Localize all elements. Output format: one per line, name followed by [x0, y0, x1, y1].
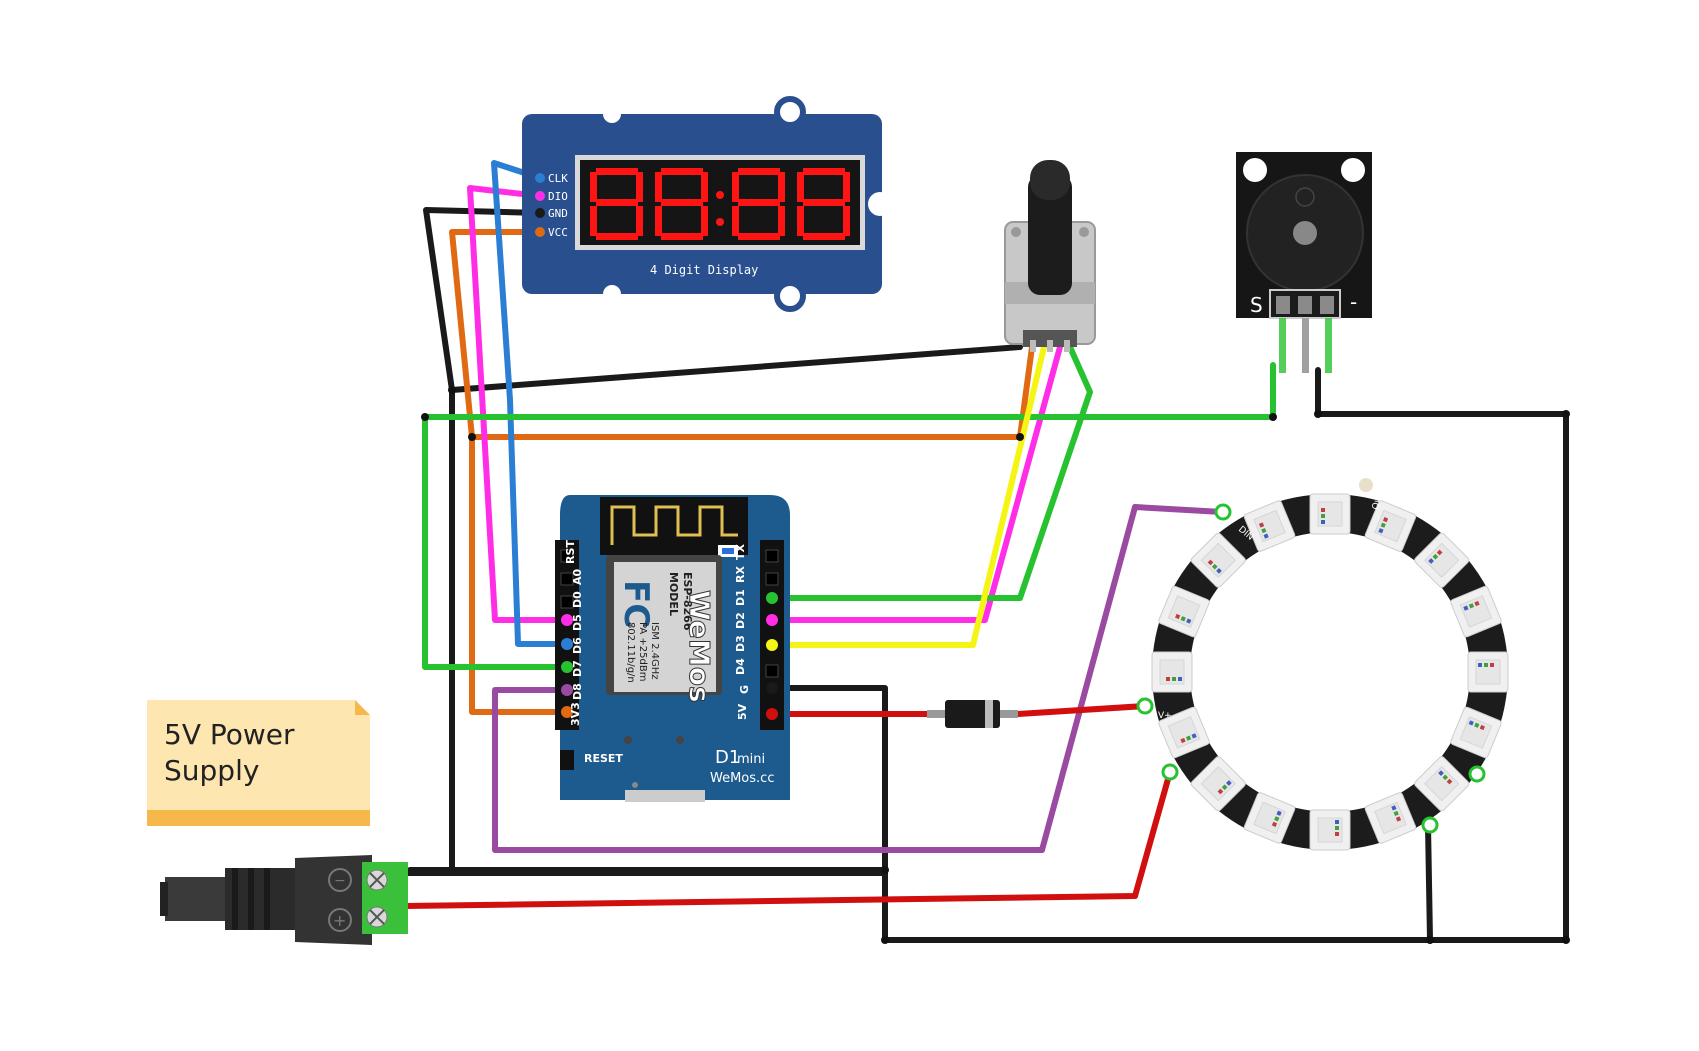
wemos-spec-1: ISM 2.4GHz	[649, 622, 660, 680]
ring-led	[1190, 756, 1246, 812]
dc-barrel-jack-icon: − +	[160, 855, 372, 945]
wemos-fc-mark: FC	[616, 580, 656, 628]
wemos-right-pin-d4: D4	[734, 658, 747, 675]
wire-magenta-dio	[467, 185, 566, 623]
ring-led	[1309, 809, 1351, 851]
ring-leds	[1151, 493, 1509, 851]
wemos-left-pin-d0: D0	[571, 591, 584, 608]
wire-yellow-d3	[767, 344, 1047, 648]
wire-black-display-gnd	[423, 207, 543, 873]
ring-led	[1243, 500, 1296, 552]
wire-black-ring-g	[1425, 822, 1433, 943]
wemos-right-pin-d2: D2	[734, 612, 747, 629]
usb-port	[625, 790, 705, 802]
buzzer-module-icon: S -	[1236, 152, 1372, 373]
display-pin-dots	[535, 173, 545, 237]
wemos-right-pin-tx: TX	[734, 543, 747, 560]
buzzer-minus-label: -	[1350, 290, 1357, 314]
ring-led	[1151, 651, 1193, 693]
reset-button	[560, 750, 574, 770]
wemos-left-pin-d6: D6	[571, 637, 584, 654]
wemos-board-sub: mini	[737, 752, 765, 767]
wemos-spec-2: PA +25dBm	[637, 622, 648, 681]
header-left	[555, 540, 579, 730]
wire-red-diode-out	[1015, 703, 1148, 717]
wemos-site: WeMos.cc	[710, 771, 774, 786]
ring-led	[1450, 585, 1502, 638]
wemos-left-pin-a0: A0	[571, 568, 584, 585]
wemos-right-pin-d3: D3	[734, 635, 747, 652]
ring-led	[1450, 706, 1502, 759]
junction-dots	[421, 386, 1570, 944]
display-pin-gnd: GND	[548, 207, 568, 220]
power-note-line2: Supply	[164, 754, 259, 787]
wire-black-board-g	[767, 685, 888, 873]
wemos-spec-3: 802.11b/g/n	[625, 622, 636, 683]
wemos-chip: ESP-8266	[681, 572, 694, 631]
wemos-right-pin-rx: RX	[734, 566, 747, 583]
wemos-right-pin-5v: 5V	[736, 703, 749, 720]
display-pin-clk: CLK	[548, 172, 568, 185]
header-pin-dots	[561, 592, 778, 720]
header-right	[760, 540, 784, 730]
wemos-left-pin-d5: D5	[571, 614, 584, 631]
wire-red-supply	[402, 769, 1173, 909]
wemos-board-name: D1	[715, 747, 740, 768]
four-digit-display: CLK DIO GND VCC 4 Digit Display	[522, 96, 892, 312]
display-pin-vcc: VCC	[548, 226, 568, 239]
ring-led	[1364, 792, 1417, 844]
header-pin-squares	[560, 549, 779, 678]
ring-led	[1309, 493, 1351, 535]
ring-out-label: Out	[1371, 492, 1384, 510]
buzzer-signal-label: S	[1250, 293, 1263, 317]
diode-icon	[927, 700, 1018, 728]
wifi-antenna-icon	[610, 505, 738, 545]
wire-orange-3v3	[469, 434, 566, 715]
potentiometer-icon	[1004, 160, 1096, 352]
wire-black-pot-gnd	[449, 344, 1023, 393]
ring-led	[1364, 500, 1417, 552]
wire-purple-din	[492, 504, 1225, 853]
svg-text:−: −	[334, 873, 346, 889]
wemos-d1-mini: FC MODEL ESP-8266 ISM 2.4GHz PA +25dBm 8…	[555, 495, 790, 802]
wire-blue-clk	[491, 160, 566, 647]
wemos-reset-label: RESET	[584, 752, 623, 765]
ring-led	[1243, 792, 1296, 844]
wemos-model-label: MODEL	[667, 572, 680, 616]
power-note-line1: 5V Power	[164, 718, 295, 751]
ring-led	[1467, 651, 1509, 693]
power-supply-note: 5V Power Supply	[147, 700, 370, 826]
ring-led	[1158, 706, 1210, 759]
wemos-right-pin-d1: D1	[734, 589, 747, 606]
wire-magenta-d2	[767, 344, 1063, 623]
wemos-left-pin-3v3: 3V3	[569, 702, 582, 726]
ring-led	[1190, 532, 1246, 588]
display-caption: 4 Digit Display	[650, 263, 758, 277]
ring-g-label: G	[1485, 783, 1492, 793]
wemos-left-pin-d7: D7	[571, 660, 584, 677]
display-pin-dio: DIO	[548, 190, 568, 203]
wire-green-d1	[767, 344, 1093, 601]
ring-vplus-label: V+	[1158, 711, 1172, 721]
ring-led	[1414, 532, 1470, 588]
ring-led	[1158, 585, 1210, 638]
wemos-left-pin-rst: RST	[564, 540, 577, 564]
wemos-brand: WeMos	[683, 590, 716, 703]
wemos-left-pin-d8: D8	[571, 683, 584, 700]
screw-terminal-icon	[362, 862, 408, 934]
wemos-right-pin-g: G	[738, 685, 751, 694]
digits	[590, 168, 850, 240]
neopixel-ring-icon: DIN Out V+ G	[1136, 478, 1509, 851]
svg-text:+: +	[333, 911, 346, 930]
ring-led	[1414, 756, 1470, 812]
